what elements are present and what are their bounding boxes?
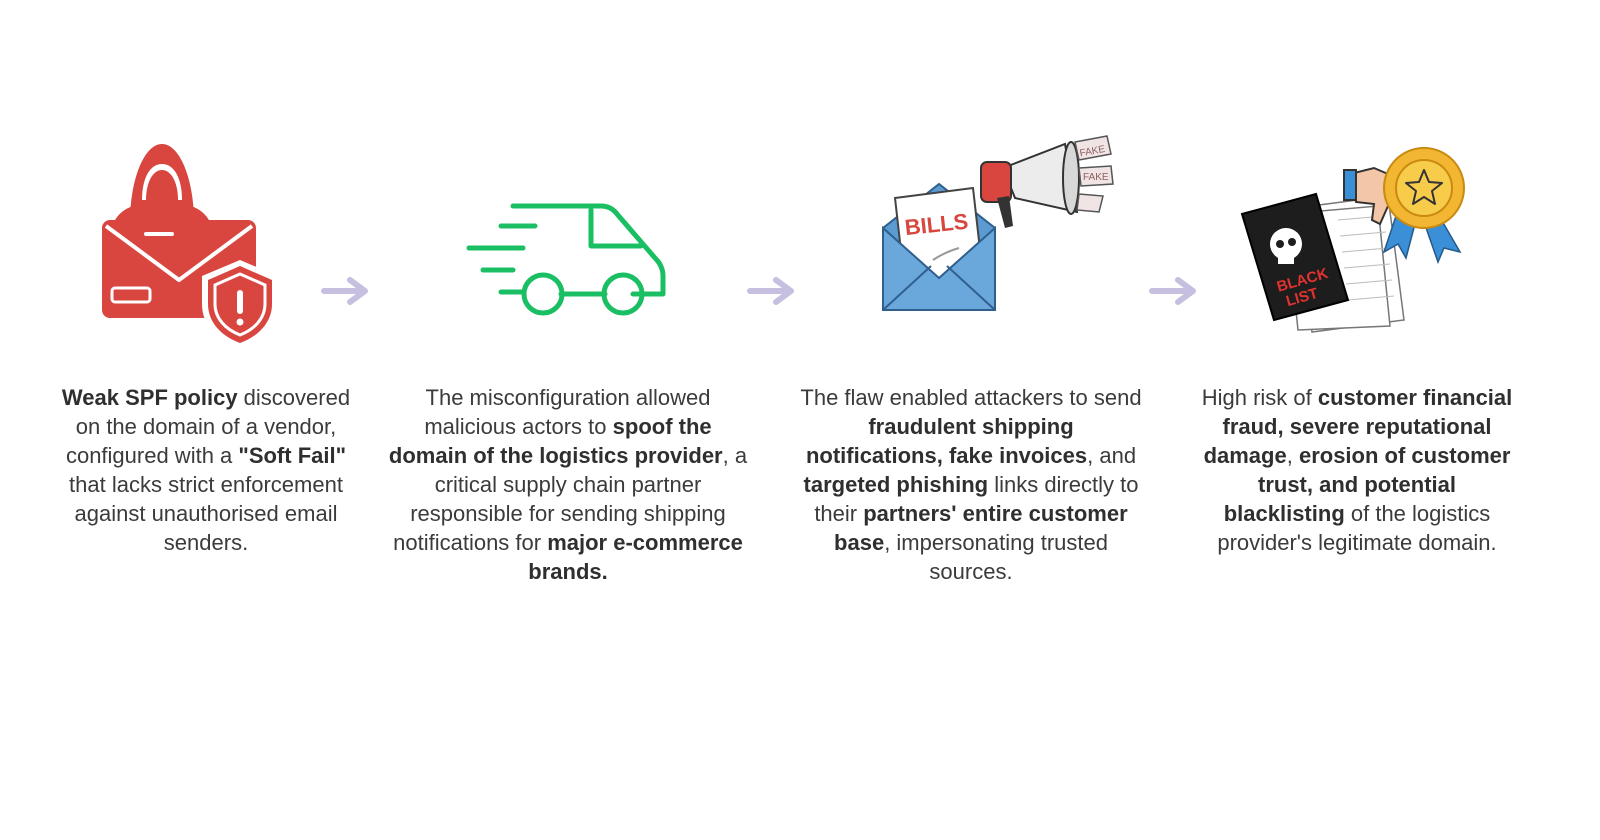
- caption-text: ,: [1286, 443, 1299, 468]
- caption-text: links directly to their: [814, 472, 1139, 526]
- caption-text: High risk of: [1201, 385, 1318, 410]
- arrow-right-icon: [746, 276, 798, 306]
- step-4-caption: High risk of customer financial fraud, s…: [1200, 383, 1514, 557]
- step-3-caption: The flaw enabled attackers to send fraud…: [800, 383, 1142, 586]
- caption-text: , a critical supply chain partner respon…: [393, 443, 748, 555]
- delivery-truck-icon: [465, 196, 670, 320]
- hacker-envelope-shield-icon: [100, 140, 282, 352]
- caption-text: discovered on the domain of a vendor, co…: [65, 385, 351, 468]
- caption-bold-text: Weak SPF policy: [61, 385, 238, 410]
- caption-text: The misconfiguration allowed malicious a…: [424, 385, 711, 439]
- caption-bold-text: "Soft Fail": [238, 443, 347, 468]
- caption-bold-text: fraudulent shipping notifications, fake …: [805, 414, 1088, 468]
- caption-bold-text: customer financial fraud, severe reputat…: [1203, 385, 1513, 468]
- caption-text: of the logistics provider's legitimate d…: [1217, 501, 1497, 555]
- fake-label: FAKE: [1079, 144, 1106, 159]
- blacklist-badge-icon: BLACK LIST: [1238, 140, 1478, 336]
- caption-text: that lacks strict enforcement against un…: [69, 472, 343, 555]
- caption-bold-text: spoof the domain of the logistics provid…: [388, 414, 723, 468]
- arrow-right-icon: [320, 276, 372, 306]
- fake-label: FAKE: [1083, 172, 1109, 183]
- step-2-caption: The misconfiguration allowed malicious a…: [388, 383, 748, 586]
- fake-bills-megaphone-icon: BILLS FAKE FAKE: [875, 128, 1125, 318]
- caption-bold-text: targeted phishing: [803, 472, 989, 497]
- caption-bold-text: partners' entire customer base: [834, 501, 1128, 555]
- step-1-caption: Weak SPF policy discovered on the domain…: [50, 383, 362, 557]
- caption-text: , and: [1087, 443, 1137, 468]
- caption-text: , impersonating trusted sources.: [884, 530, 1108, 584]
- caption-bold-text: major e-commerce brands.: [528, 530, 743, 584]
- arrow-right-icon: [1148, 276, 1200, 306]
- caption-text: The flaw enabled attackers to send: [800, 385, 1142, 410]
- caption-bold-text: erosion of customer trust, and potential…: [1223, 443, 1511, 526]
